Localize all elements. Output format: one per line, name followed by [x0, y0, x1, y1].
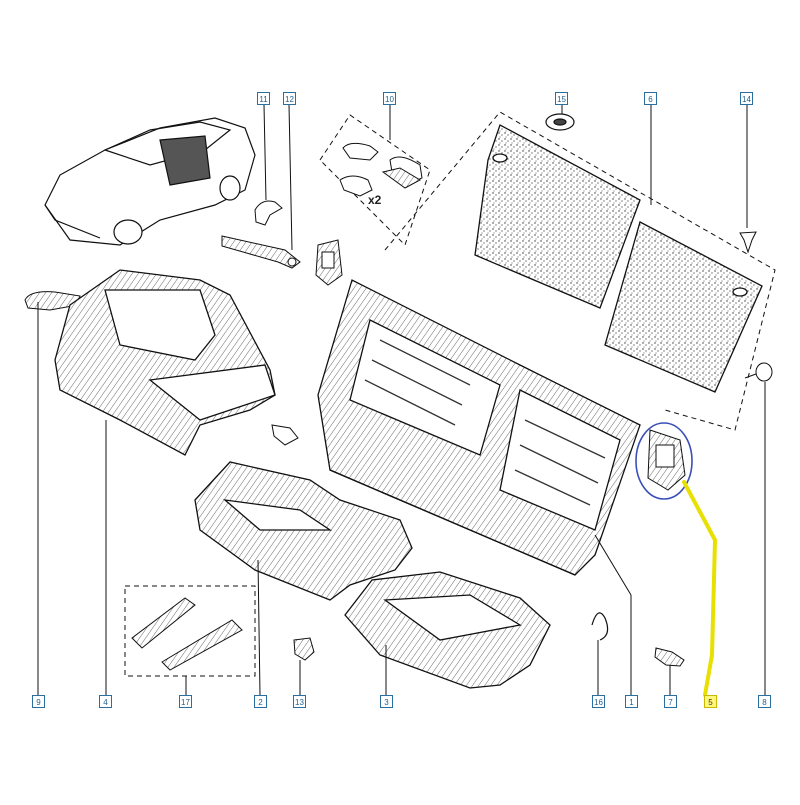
callout-12: 12	[283, 92, 296, 105]
callout-15: 15	[555, 92, 568, 105]
part-5-hinge	[647, 429, 686, 491]
callout-14: 14	[740, 92, 753, 105]
callout-8: 8	[758, 695, 771, 708]
callout-10: 10	[383, 92, 396, 105]
latch-mechanism	[315, 239, 343, 286]
part-12-bracket	[221, 235, 301, 269]
part-8-cap	[744, 362, 773, 382]
part-11-clip	[254, 200, 283, 226]
callout-9: 9	[32, 695, 45, 708]
callout-16: 16	[592, 695, 605, 708]
part-6-rear-panels	[474, 124, 763, 393]
part-14-pin	[739, 231, 757, 254]
part-4-seat-base-frame	[54, 269, 276, 456]
callout-6: 6	[644, 92, 657, 105]
vehicle-illustration	[44, 117, 256, 246]
callout-17: 17	[179, 695, 192, 708]
part-15-grommet	[545, 113, 575, 131]
callout-3: 3	[380, 695, 393, 708]
callout-11: 11	[257, 92, 270, 105]
part-1-backrest-frame	[317, 279, 641, 576]
group-outline-dashed	[384, 111, 776, 431]
quantity-note: x2	[368, 193, 382, 207]
part-17-group	[124, 585, 256, 677]
part-13-fastener	[293, 637, 315, 661]
part-7-bolt	[654, 647, 685, 667]
callout-1: 1	[625, 695, 638, 708]
callout-7: 7	[664, 695, 677, 708]
part-9-handle	[24, 291, 81, 311]
part-10-group	[319, 114, 431, 246]
highlight-leader-5	[682, 480, 718, 697]
callout-5: 5	[704, 695, 717, 708]
leader-lines	[37, 104, 766, 696]
part-16-clip	[591, 612, 609, 641]
part-2-front-cushion	[194, 461, 413, 601]
highlight-circle	[635, 422, 693, 500]
callout-13: 13	[293, 695, 306, 708]
part-3-rear-cushion	[344, 571, 551, 689]
callout-2: 2	[254, 695, 267, 708]
callout-4: 4	[99, 695, 112, 708]
fastener-near-4	[271, 424, 299, 446]
